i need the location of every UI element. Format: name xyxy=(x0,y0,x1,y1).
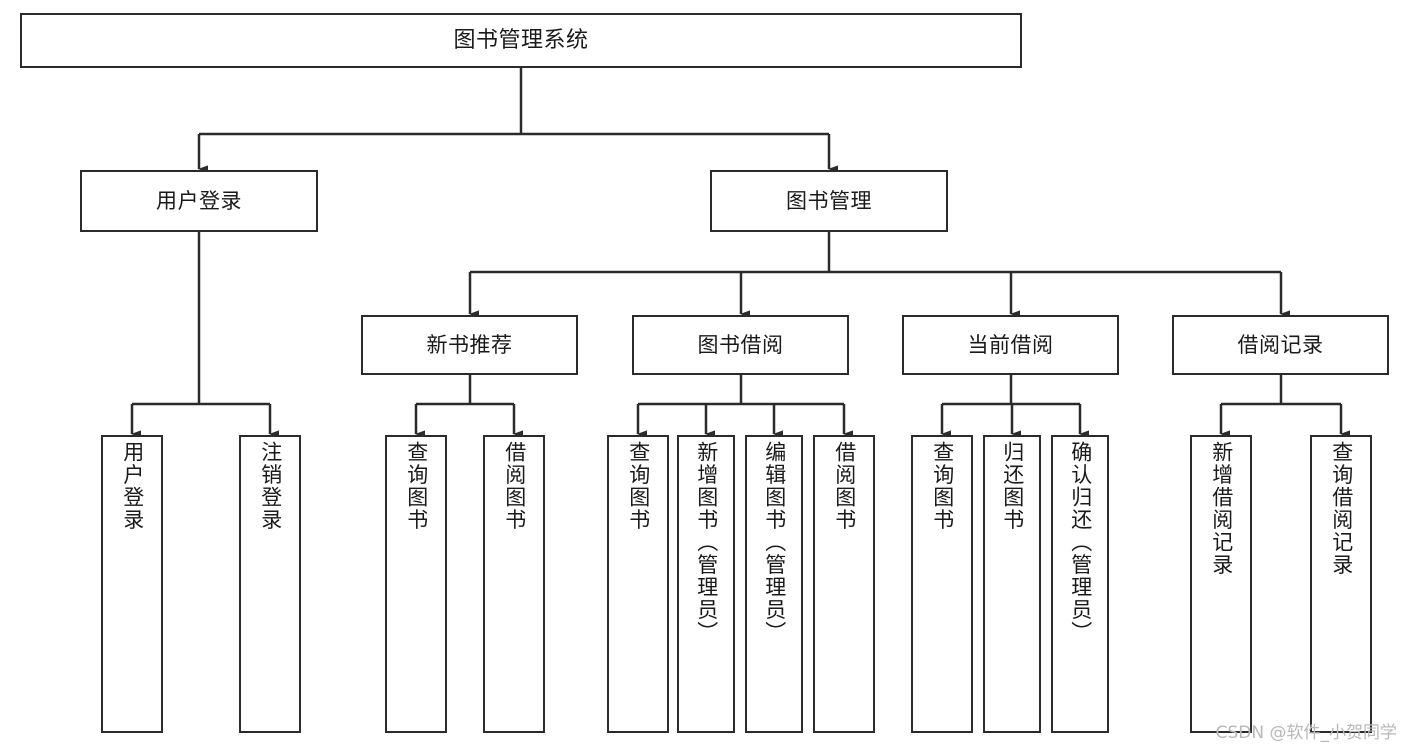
node-label-leaf-rec-query: 查询借阅记录 xyxy=(1329,441,1354,576)
node-label-borrow: 图书借阅 xyxy=(697,332,784,357)
node-label-root: 图书管理系统 xyxy=(453,27,589,53)
node-label-login: 用户登录 xyxy=(156,188,242,213)
node-leaf-cur-confirm[interactable]: 确认归还（管理员） xyxy=(1051,435,1109,733)
node-label-leaf-cur-confirm: 确认归还（管理员） xyxy=(1068,441,1093,644)
node-label-leaf-cur-return: 归还图书 xyxy=(1000,441,1025,531)
node-borrow[interactable]: 图书借阅 xyxy=(632,315,849,375)
node-label-leaf-borrow-add: 新增图书（管理员） xyxy=(694,441,719,644)
node-label-bookmgmt: 图书管理 xyxy=(786,188,872,213)
node-leaf-user-login[interactable]: 用户登录 xyxy=(101,435,163,733)
node-newbook[interactable]: 新书推荐 xyxy=(361,315,578,375)
node-leaf-new-query[interactable]: 查询图书 xyxy=(385,435,447,733)
node-leaf-borrow-query[interactable]: 查询图书 xyxy=(607,435,669,733)
node-leaf-borrow-do[interactable]: 借阅图书 xyxy=(813,435,875,733)
node-record[interactable]: 借阅记录 xyxy=(1172,315,1389,375)
node-label-newbook: 新书推荐 xyxy=(426,332,513,357)
node-leaf-user-logout[interactable]: 注销登录 xyxy=(239,435,301,733)
node-label-leaf-borrow-do: 借阅图书 xyxy=(832,441,857,531)
watermark-label: CSDN @软件_小贺同学 xyxy=(1215,723,1397,743)
node-label-leaf-borrow-query: 查询图书 xyxy=(626,441,651,531)
node-current[interactable]: 当前借阅 xyxy=(902,315,1119,375)
node-label-record: 借阅记录 xyxy=(1237,332,1324,357)
node-label-leaf-borrow-edit: 编辑图书（管理员） xyxy=(762,441,787,644)
node-leaf-cur-query[interactable]: 查询图书 xyxy=(911,435,973,733)
node-leaf-rec-add[interactable]: 新增借阅记录 xyxy=(1190,435,1252,733)
node-bookmgmt[interactable]: 图书管理 xyxy=(710,170,948,232)
node-login[interactable]: 用户登录 xyxy=(80,170,318,232)
node-label-leaf-cur-query: 查询图书 xyxy=(930,441,955,531)
node-label-leaf-user-login: 用户登录 xyxy=(120,441,145,531)
node-root[interactable]: 图书管理系统 xyxy=(20,13,1022,68)
node-leaf-new-borrow[interactable]: 借阅图书 xyxy=(483,435,545,733)
node-leaf-borrow-edit[interactable]: 编辑图书（管理员） xyxy=(745,435,803,733)
node-label-current: 当前借阅 xyxy=(967,332,1054,357)
node-leaf-borrow-add[interactable]: 新增图书（管理员） xyxy=(677,435,735,733)
node-label-leaf-new-borrow: 借阅图书 xyxy=(502,441,527,531)
node-leaf-rec-query[interactable]: 查询借阅记录 xyxy=(1310,435,1372,733)
node-label-leaf-user-logout: 注销登录 xyxy=(258,441,283,531)
node-label-leaf-new-query: 查询图书 xyxy=(404,441,429,531)
node-leaf-cur-return[interactable]: 归还图书 xyxy=(983,435,1041,733)
node-label-leaf-rec-add: 新增借阅记录 xyxy=(1209,441,1234,576)
